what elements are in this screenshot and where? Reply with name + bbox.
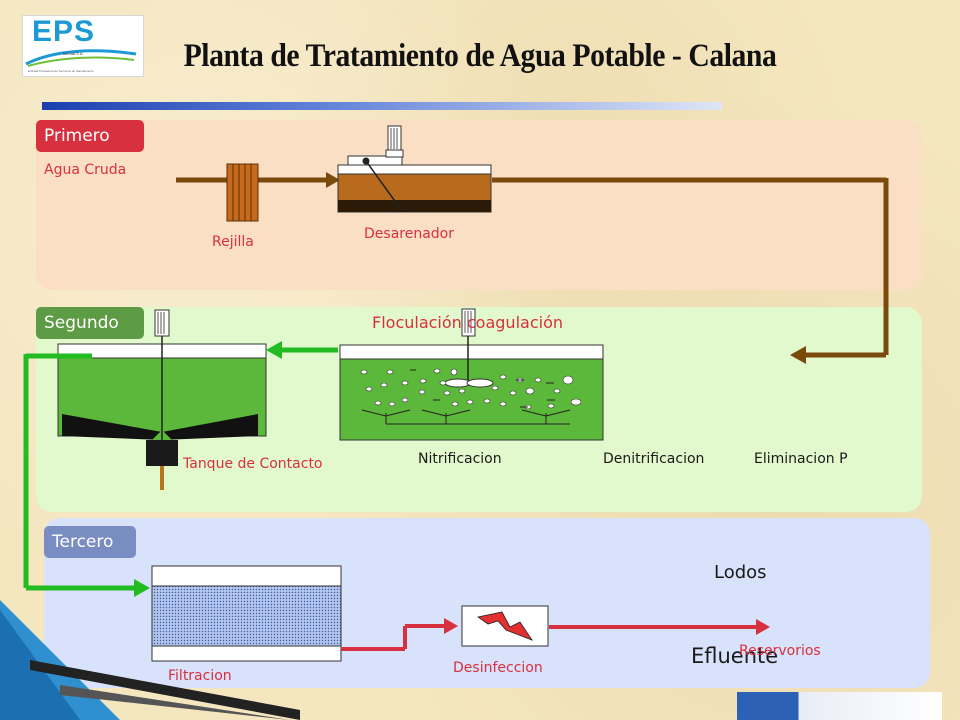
label-desarenador: Desarenador — [364, 226, 454, 242]
label-eliminacion-p: Eliminacion P — [754, 451, 848, 467]
decorative-corner-bar — [737, 692, 942, 720]
lightning-icon — [477, 611, 534, 641]
tanque-contacto — [57, 309, 267, 490]
filtered-water-pipe — [341, 624, 758, 651]
logo-swoosh-icon — [25, 49, 137, 67]
floculacion-tank — [339, 308, 604, 441]
label-lodos: Lodos — [714, 562, 767, 583]
arrow-to-floculacion — [790, 346, 806, 364]
desarenador-tank — [337, 125, 492, 213]
treated-water-pipe — [23, 347, 338, 591]
label-filtracion: Filtracion — [168, 668, 232, 684]
arrow-to-contacto — [266, 341, 282, 359]
label-denitrificacion: Denitrificacion — [603, 451, 705, 467]
label-reservorios: Reservorios — [739, 643, 821, 659]
label-floculacion: Floculación coagulación — [372, 313, 563, 332]
stage-label-segundo: Segundo — [36, 307, 144, 339]
desinfeccion-unit — [461, 605, 549, 647]
company-logo — [22, 15, 144, 77]
page-title: Planta de Tratamiento de Agua Potable - … — [183, 38, 777, 74]
title-underline — [42, 102, 722, 110]
label-desinfeccion: Desinfeccion — [453, 660, 543, 676]
stage-label-tercero: Tercero — [44, 526, 136, 558]
label-agua-cruda: Agua Cruda — [44, 162, 127, 178]
label-rejilla: Rejilla — [212, 234, 254, 250]
filtracion-tank — [151, 565, 342, 662]
logo-subtitle: TACNA S.A. — [62, 51, 84, 56]
rejilla-screen — [226, 163, 259, 222]
logo-text: EPS — [32, 15, 96, 48]
logo-tagline: Entidad Prestadora de Servicios de Sanea… — [28, 69, 94, 73]
arrow-to-desarenador — [326, 172, 340, 188]
label-nitrificacion: Nitrificacion — [418, 451, 502, 467]
raw-water-pipe — [176, 177, 889, 358]
arrow-to-desinfeccion — [444, 618, 458, 634]
stage-label-primero: Primero — [36, 120, 144, 152]
label-efluente: Efluente — [691, 644, 779, 668]
decorative-swoosh — [0, 600, 300, 720]
arrow-to-reservorios — [756, 619, 770, 635]
arrow-to-filtracion — [134, 579, 150, 597]
label-tanque-contacto: Tanque de Contacto — [183, 456, 323, 472]
